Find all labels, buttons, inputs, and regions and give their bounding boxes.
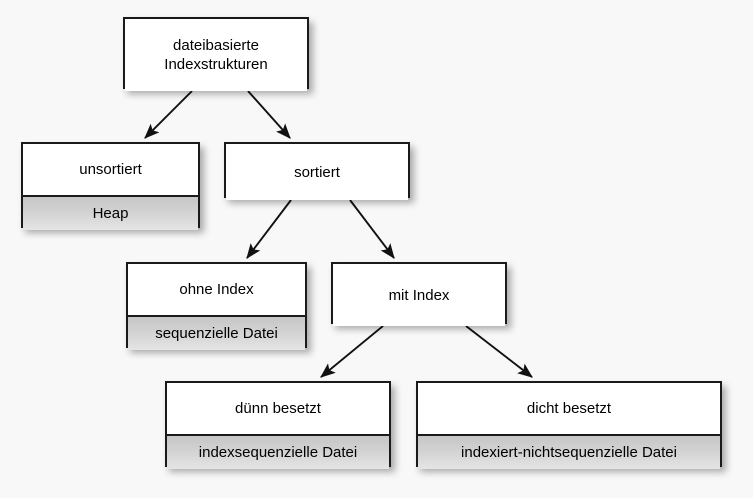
node-duenn-besetzt-title: dünn besetzt bbox=[167, 383, 389, 434]
edge-sortiert-to-mit-index bbox=[349, 199, 395, 259]
node-root-title: dateibasierte Indexstrukturen bbox=[125, 19, 307, 91]
node-sortiert: sortiert bbox=[224, 142, 410, 200]
node-dicht-besetzt-title: dicht besetzt bbox=[418, 383, 720, 434]
edge-mit-index-to-dicht bbox=[465, 325, 533, 378]
node-dicht-besetzt-sublabel: indexiert-nichtsequenzielle Datei bbox=[418, 434, 720, 469]
edge-root-to-sortiert bbox=[247, 90, 291, 139]
edge-root-to-unsortiert bbox=[144, 90, 193, 139]
edge-sortiert-to-ohne-index bbox=[246, 199, 292, 259]
edge-mit-index-to-duenn bbox=[320, 325, 384, 378]
node-ohne-index-sublabel: sequenzielle Datei bbox=[128, 315, 305, 350]
node-mit-index-title: mit Index bbox=[333, 264, 505, 326]
node-mit-index: mit Index bbox=[331, 262, 507, 326]
node-root: dateibasierte Indexstrukturen bbox=[123, 17, 309, 91]
node-ohne-index-title: ohne Index bbox=[128, 264, 305, 315]
node-sortiert-title: sortiert bbox=[226, 144, 408, 200]
node-unsortiert-title: unsortiert bbox=[23, 144, 198, 195]
node-duenn-besetzt-sublabel: indexsequenzielle Datei bbox=[167, 434, 389, 469]
node-unsortiert-sublabel: Heap bbox=[23, 195, 198, 230]
